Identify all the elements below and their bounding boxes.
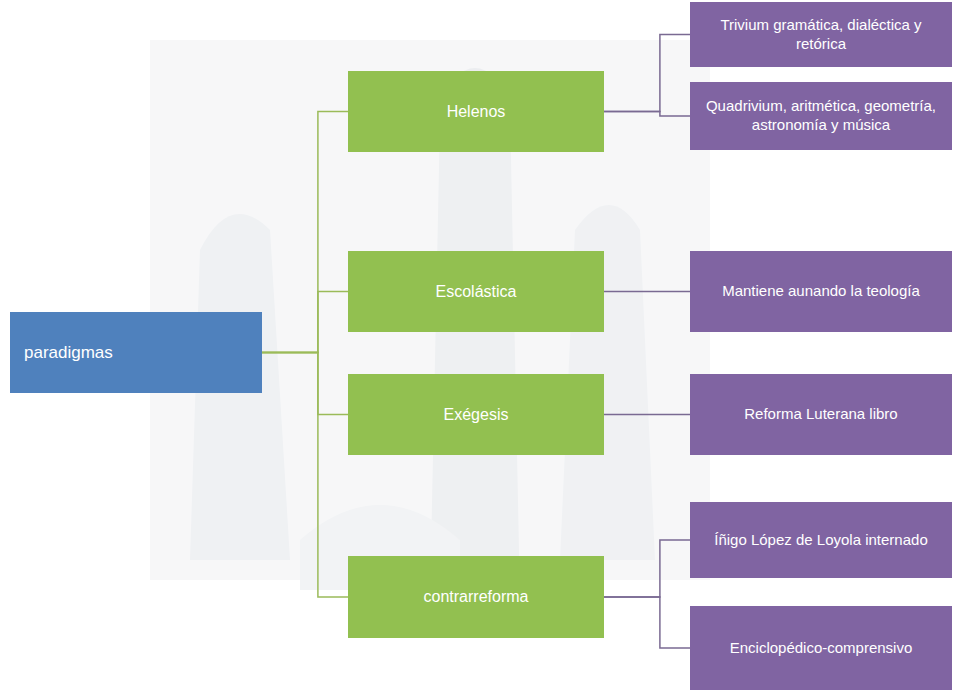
box-label: Íñigo López de Loyola internado xyxy=(704,531,938,550)
box-label: contrarreforma xyxy=(362,587,590,607)
tree-connector xyxy=(604,291,690,293)
tree-connector xyxy=(262,353,348,598)
box-label: Quadrivium, aritmética, geometría, astro… xyxy=(704,97,938,135)
tree-connector xyxy=(262,112,348,353)
tree-connector xyxy=(604,540,690,597)
box-label: Escolástica xyxy=(362,282,590,302)
box-label: Reforma Luterana libro xyxy=(704,405,938,424)
detail-box: Reforma Luterana libro xyxy=(690,374,952,455)
tree-connector xyxy=(604,35,690,112)
detail-box: Mantiene aunando la teología xyxy=(690,251,952,332)
detail-box: Íñigo López de Loyola internado xyxy=(690,502,952,578)
box-label: Helenos xyxy=(362,102,590,122)
detail-box: Enciclopédico-comprensivo xyxy=(690,606,952,690)
box-label: Enciclopédico-comprensivo xyxy=(704,639,938,658)
tree-connector xyxy=(604,597,690,648)
box-label: Exégesis xyxy=(362,405,590,425)
detail-box: Trivium gramática, dialéctica y retórica xyxy=(690,2,952,67)
category-box: Helenos xyxy=(348,71,604,152)
category-box: Exégesis xyxy=(348,374,604,455)
box-label: Trivium gramática, dialéctica y retórica xyxy=(704,16,938,54)
category-box: contrarreforma xyxy=(348,556,604,638)
box-label: Mantiene aunando la teología xyxy=(704,282,938,301)
category-box: Escolástica xyxy=(348,251,604,332)
box-label: paradigmas xyxy=(24,342,248,363)
detail-box: Quadrivium, aritmética, geometría, astro… xyxy=(690,82,952,150)
tree-connector xyxy=(262,353,348,415)
tree-connector xyxy=(262,292,348,353)
tree-connector xyxy=(604,414,690,416)
tree-connector xyxy=(604,112,690,117)
root-box: paradigmas xyxy=(10,312,262,393)
